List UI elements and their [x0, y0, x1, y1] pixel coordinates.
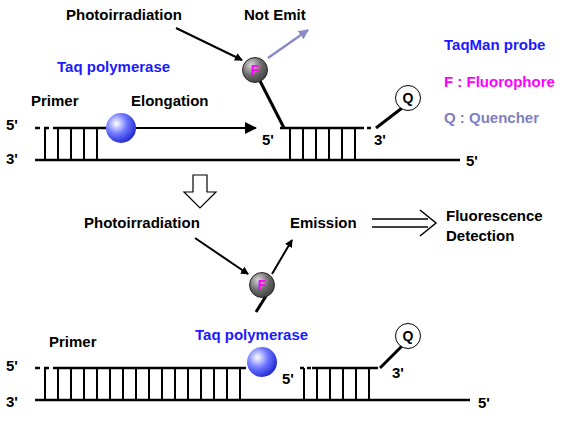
- step-label: Elongation: [131, 92, 209, 110]
- step-arrow: [184, 175, 216, 208]
- enzyme-label: Taq polymerase: [57, 58, 170, 76]
- legend-entry: F : Fluorophore: [444, 73, 555, 91]
- fluorophore-circle: F: [242, 57, 268, 83]
- implies-arrow: [372, 210, 436, 236]
- elongation-arrow: [136, 127, 256, 129]
- emission-arrow: [272, 240, 292, 274]
- quencher-letter: Q: [403, 90, 414, 106]
- base-pair-rungs: [45, 128, 369, 400]
- probe-linker: [256, 296, 266, 312]
- taq-polymerase-sphere: [106, 113, 136, 143]
- status-label: Emission: [290, 214, 357, 232]
- status-label: Not Emit: [244, 6, 306, 24]
- probe-linker: [376, 108, 402, 128]
- legend-entry: Q : Quencher: [444, 109, 539, 127]
- quencher-letter: Q: [403, 328, 414, 344]
- fluorophore-circle: F: [249, 272, 275, 298]
- strand-end: 5': [466, 152, 478, 170]
- taq-polymerase-sphere: [247, 347, 277, 377]
- strand-end: 5': [262, 131, 274, 149]
- light-label: Photoirradiation: [66, 6, 182, 24]
- light-arrow: [195, 238, 248, 274]
- quencher-circle: Q: [395, 85, 421, 111]
- strand-end: 3': [6, 150, 18, 168]
- strand-end: 3': [392, 364, 404, 382]
- legend-title: TaqMan probe: [444, 36, 545, 54]
- strand-end: 3': [6, 393, 18, 411]
- light-arrow: [176, 28, 242, 60]
- probe-linker: [259, 79, 284, 128]
- not-emit-arrow: [268, 30, 308, 58]
- quencher-circle: Q: [395, 323, 421, 349]
- strand-end: 5': [478, 394, 490, 412]
- light-label: Photoirradiation: [84, 214, 200, 232]
- dna-strands-top: [35, 128, 460, 160]
- fluorophore-letter: F: [258, 277, 267, 293]
- result-label: Fluorescence Detection: [446, 206, 571, 246]
- primer-label: Primer: [49, 333, 97, 351]
- fluorophore-letter: F: [251, 62, 260, 78]
- strand-end: 5': [6, 116, 18, 134]
- primer-label: Primer: [31, 92, 79, 110]
- strand-end: 3': [374, 131, 386, 149]
- strand-end: 5': [6, 357, 18, 375]
- enzyme-label: Taq polymerase: [195, 326, 308, 344]
- strand-end: 5': [282, 370, 294, 388]
